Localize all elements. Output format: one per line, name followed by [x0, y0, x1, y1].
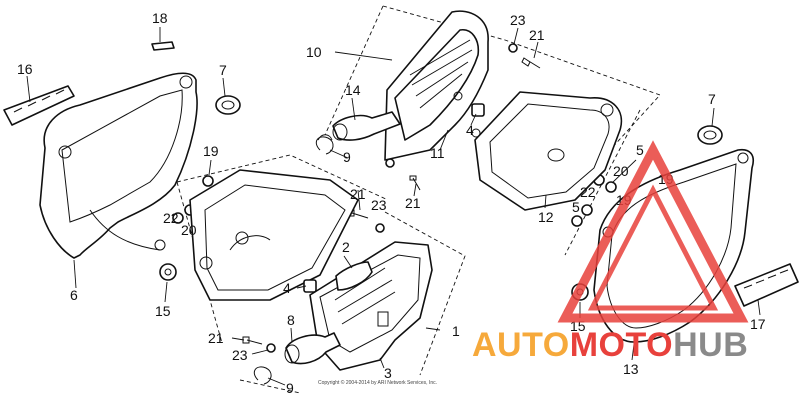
callout-23c: 23 — [232, 347, 248, 363]
callout-7a: 7 — [219, 62, 227, 78]
callout-18: 18 — [152, 10, 168, 26]
callout-16: 16 — [17, 61, 33, 77]
callout-21d: 21 — [208, 330, 224, 346]
lower-air-cleaner-case — [309, 241, 433, 371]
callout-4a: 4 — [283, 280, 291, 296]
callout-9a: 9 — [343, 149, 351, 165]
callout-11: 11 — [430, 145, 445, 161]
left-emblem — [3, 85, 75, 126]
callout-10: 10 — [306, 44, 322, 60]
callout-23a: 23 — [510, 12, 526, 28]
callout-22a: 22 — [163, 210, 179, 226]
callout-4b: 4 — [466, 122, 474, 138]
watermark-brand-part1: AUTO — [472, 326, 570, 364]
callout-22b: 22 — [580, 184, 596, 200]
callout-14: 14 — [345, 82, 361, 98]
upper-intake-tube — [317, 111, 401, 141]
callout-23b: 23 — [371, 197, 387, 213]
lower-intake-tube — [284, 332, 341, 365]
callout-5b: 5 — [572, 199, 580, 215]
callout-7b: 7 — [708, 91, 716, 107]
copyright-notice: Copyright © 2004-2014 by ARI Network Ser… — [318, 379, 437, 386]
callout-15a: 15 — [155, 303, 171, 319]
watermark-brand-text: AUTOMOTOHUB — [472, 326, 748, 364]
callout-20a: 20 — [181, 222, 197, 238]
upper-right-cover — [471, 91, 623, 211]
left-side-cover — [39, 72, 198, 259]
callout-12: 12 — [538, 209, 554, 225]
callout-8: 8 — [287, 312, 295, 328]
callout-5a: 5 — [636, 142, 644, 158]
watermark-brand-part3: HUB — [673, 326, 748, 364]
grommet-right — [697, 125, 723, 145]
callout-21b: 21 — [350, 186, 366, 202]
upper-air-cleaner-case — [384, 10, 489, 161]
callout-17: 17 — [750, 316, 766, 332]
callout-19a: 19 — [203, 143, 219, 159]
right-emblem — [734, 263, 799, 307]
callout-13: 13 — [623, 361, 639, 377]
collars — [303, 103, 485, 293]
filter-element — [335, 261, 373, 291]
callout-9b: 9 — [286, 380, 294, 396]
label-sticker — [151, 41, 175, 51]
watermark-brand-part2: MOTO — [570, 326, 673, 364]
watermark-logo: AUTOMOTOHUB — [472, 140, 749, 364]
callout-21a: 21 — [529, 27, 545, 43]
air-cleaner-housing — [189, 169, 359, 301]
grommet-left — [215, 95, 241, 115]
callout-20b: 20 — [613, 163, 629, 179]
callout-21c: 21 — [405, 195, 421, 211]
callout-1: 1 — [452, 323, 460, 339]
watermark-triangle-icon — [557, 140, 749, 323]
callout-6: 6 — [70, 287, 78, 303]
callout-3: 3 — [384, 365, 392, 381]
leader-lines — [26, 27, 761, 386]
callout-2: 2 — [342, 239, 350, 255]
right-side-cover — [593, 148, 754, 343]
